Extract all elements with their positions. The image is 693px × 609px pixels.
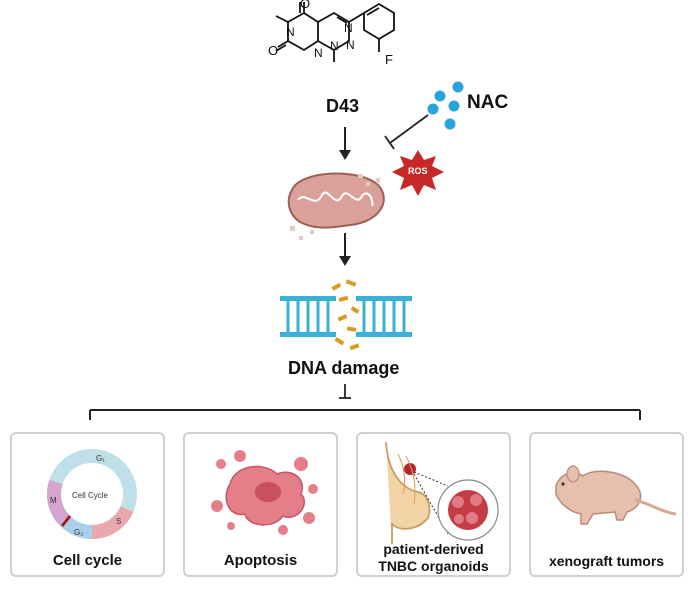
card-title-line1: patient-derived xyxy=(383,541,484,557)
dna-damage-label: DNA damage xyxy=(288,358,400,378)
cell-cycle-card: Cell Cycle G₁ S G₂ M Cell cycle xyxy=(10,432,165,577)
phase-s-label: S xyxy=(116,517,122,526)
card-title-line2: TNBC organoids xyxy=(378,558,489,574)
svg-text:N: N xyxy=(346,38,355,52)
svg-text:N: N xyxy=(330,39,339,53)
fluorine-label: F xyxy=(385,52,393,67)
svg-text:N: N xyxy=(286,25,295,39)
xenograft-card: xenograft tumors xyxy=(529,432,684,577)
breast-organoid-icon xyxy=(385,441,499,544)
card-title: xenograft tumors xyxy=(548,553,665,569)
ros-label: ROS xyxy=(408,166,428,176)
compound-label: D43 xyxy=(326,96,360,116)
card-title: Cell cycle xyxy=(52,552,123,569)
phase-g2-label: G₂ xyxy=(74,528,84,537)
phase-m-label: M xyxy=(50,496,57,505)
organoids-card: patient-derived TNBC organoids xyxy=(356,432,511,577)
apoptosis-card: Apoptosis xyxy=(183,432,338,577)
nac-label: NAC xyxy=(467,92,509,113)
phase-g1-label: G₁ xyxy=(96,454,105,463)
apoptosis-icon xyxy=(211,450,318,535)
cell-cycle-inner-label: Cell Cycle xyxy=(72,491,109,500)
svg-text:N: N xyxy=(344,21,353,35)
svg-text:O: O xyxy=(300,0,310,11)
svg-text:O: O xyxy=(268,43,278,58)
cell-cycle-icon xyxy=(47,449,137,540)
card-title: Apoptosis xyxy=(223,552,298,569)
svg-text:N: N xyxy=(314,46,323,60)
nude-mouse-icon xyxy=(555,465,677,525)
